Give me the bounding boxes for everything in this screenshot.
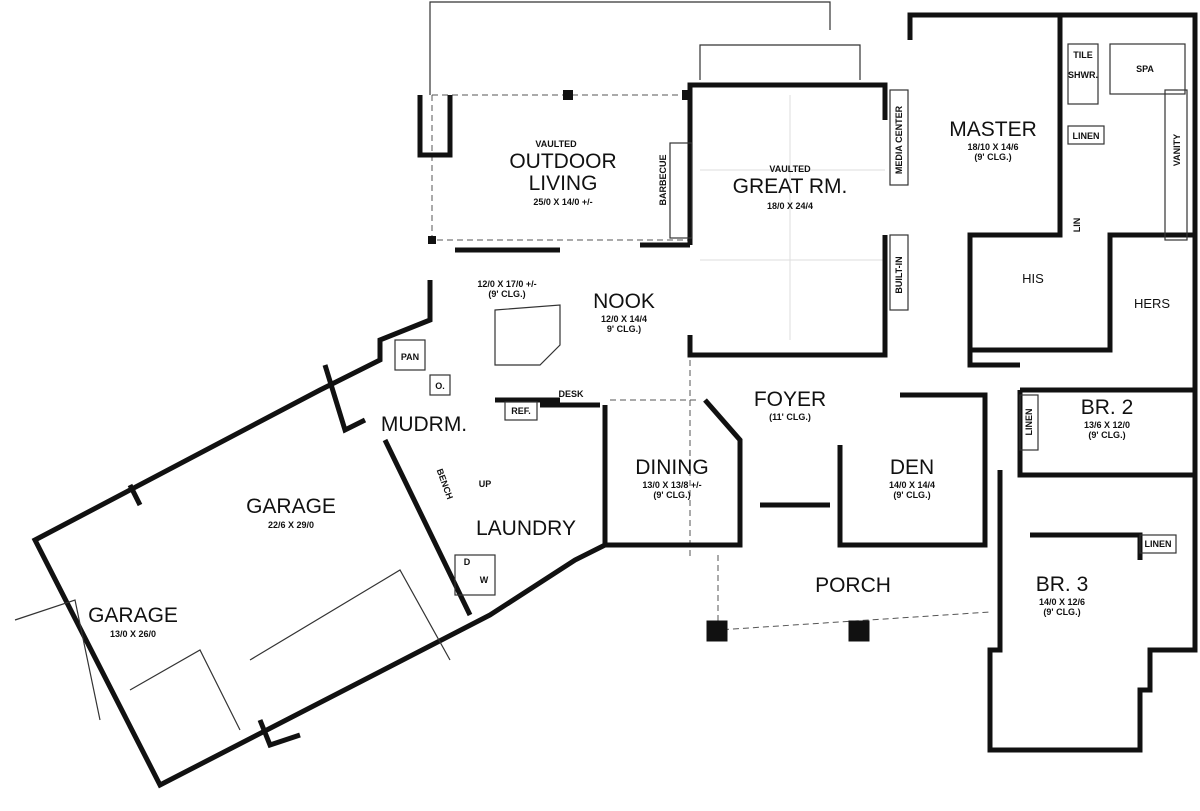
posts (428, 90, 870, 642)
linen-br3-label: LINEN (1145, 539, 1172, 549)
great-room-ceiling-grid (700, 95, 885, 340)
stairs-up-label: UP (479, 479, 492, 489)
lin-label: LIN (1072, 218, 1082, 233)
outdoor-living-label: OUTDOOR (509, 150, 616, 173)
dining-clg: (9' CLG.) (653, 490, 690, 500)
kitchen-clg: (9' CLG.) (488, 289, 525, 299)
den-clg: (9' CLG.) (893, 490, 930, 500)
nook-dims: 12/0 X 14/4 (601, 314, 647, 324)
washer-label: W (480, 575, 489, 585)
br2-dims: 13/6 X 12/0 (1084, 420, 1130, 430)
garage-dims: 22/6 X 29/0 (268, 520, 314, 530)
master-dims: 18/10 X 14/6 (967, 142, 1018, 152)
great-room-label: GREAT RM. (733, 175, 848, 198)
nook-label: NOOK (593, 290, 655, 313)
outdoor-living-dims: 25/0 X 14/0 +/- (533, 197, 592, 207)
br2-label: BR. 2 (1081, 396, 1134, 419)
outdoor-living-label-2: LIVING (529, 172, 598, 195)
master-label: MASTER (949, 118, 1037, 141)
pantry-label: PAN (401, 352, 419, 362)
spa-label: SPA (1136, 64, 1154, 74)
den-label: DEN (890, 456, 934, 479)
tile-label: TILE (1073, 50, 1093, 60)
great-room-note: VAULTED (769, 164, 811, 174)
barbecue-label: BARBECUE (658, 154, 668, 205)
shower-label: SHWR. (1068, 70, 1098, 80)
bench-label: BENCH (435, 467, 455, 501)
foyer-label: FOYER (754, 388, 826, 411)
linen-br2-label: LINEN (1024, 409, 1034, 436)
br3-dims: 14/0 X 12/6 (1039, 597, 1085, 607)
his-closet-label: HIS (1022, 271, 1044, 286)
laundry-label: LAUNDRY (476, 517, 576, 540)
walls (31, 12, 1198, 789)
master-clg: (9' CLG.) (974, 152, 1011, 162)
garage-2-dims: 13/0 X 26/0 (110, 629, 156, 639)
br2-clg: (9' CLG.) (1088, 430, 1125, 440)
garage-doors (14, 569, 451, 731)
refrigerator-label: REF. (511, 406, 531, 416)
br3-clg: (9' CLG.) (1043, 607, 1080, 617)
desk-label: DESK (558, 389, 584, 399)
built-in-label: BUILT-IN (894, 256, 904, 293)
dryer-label: D (464, 557, 471, 567)
foyer-clg: (11' CLG.) (769, 412, 811, 422)
garage-label: GARAGE (246, 495, 336, 518)
porch-label: PORCH (815, 574, 891, 597)
outdoor-living-note: VAULTED (535, 139, 577, 149)
mudroom-label: MUDRM. (381, 413, 467, 436)
fixtures (394, 43, 1188, 596)
garage-2-label: GARAGE (88, 604, 178, 627)
oven-label: O. (435, 381, 445, 391)
den-dims: 14/0 X 14/4 (889, 480, 935, 490)
kitchen-dims: 12/0 X 17/0 +/- (477, 279, 536, 289)
br3-label: BR. 3 (1036, 573, 1089, 596)
great-room-dims: 18/0 X 24/4 (767, 201, 813, 211)
vanity-label: VANITY (1172, 134, 1182, 166)
linen-label: LINEN (1073, 131, 1100, 141)
nook-clg: 9' CLG.) (607, 324, 641, 334)
dining-label: DINING (635, 456, 709, 479)
media-center-label: MEDIA CENTER (894, 105, 904, 174)
dining-dims: 13/0 X 13/8 +/- (642, 480, 701, 490)
hers-closet-label: HERS (1134, 296, 1170, 311)
